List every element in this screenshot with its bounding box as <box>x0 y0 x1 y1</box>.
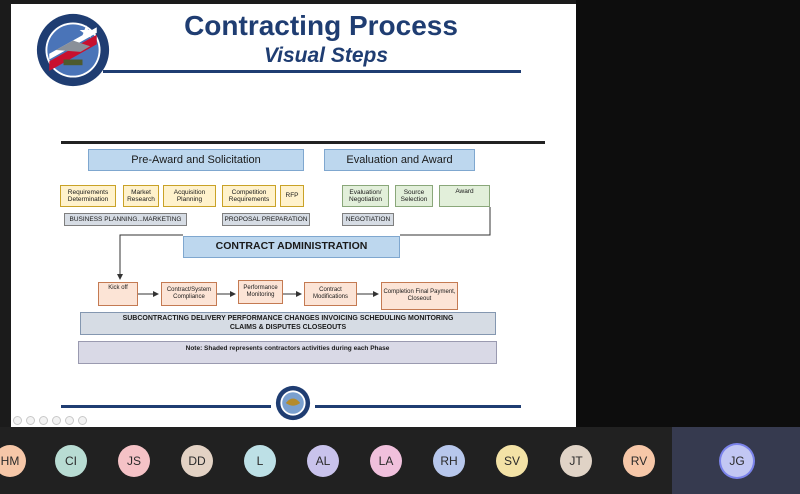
dod-seal <box>275 385 311 421</box>
step-requirements-determination: Requirements Determination <box>60 185 116 207</box>
footer-rule-right <box>315 405 521 408</box>
contract-activities-bar: SUBCONTRACTING DELIVERY PERFORMANCE CHAN… <box>80 312 496 335</box>
participant-avatar[interactable]: SV <box>496 445 528 477</box>
title-underline <box>103 70 521 73</box>
step-kick-off: Kick off <box>98 282 138 306</box>
participant-avatar[interactable]: JS <box>118 445 150 477</box>
self-avatar[interactable]: JG <box>721 445 753 477</box>
step-award: Award <box>439 185 490 207</box>
participants-strip: HM CI JS DD L AL LA RH SV JT RV JG <box>0 427 800 494</box>
avatar-initials: L <box>256 454 264 468</box>
avatar-initials: RH <box>440 454 458 468</box>
step-performance-monitoring: Performance Monitoring <box>238 280 283 304</box>
participant-avatar[interactable]: JT <box>560 445 592 477</box>
step-evaluation-negotiation: Evaluation/ Negotiation <box>342 185 389 207</box>
contract-administration: CONTRACT ADMINISTRATION <box>183 236 400 258</box>
step-completion-closeout: Completion Final Payment, Closeout <box>381 282 458 310</box>
combat-direct-seal <box>36 13 110 87</box>
step-rfp: RFP <box>280 185 304 207</box>
note-box: Note: Shaded represents contractors acti… <box>78 341 497 364</box>
participant-avatar[interactable]: DD <box>181 445 213 477</box>
slide-title: Contracting Process <box>184 10 458 41</box>
pointer-tool-icon[interactable] <box>39 416 48 425</box>
participant-avatar[interactable]: RV <box>623 445 655 477</box>
next-slide-icon[interactable] <box>26 416 35 425</box>
label-negotiation: NEGOTIATION <box>342 213 394 226</box>
dark-side-panel <box>576 0 800 427</box>
label-business-planning: BUSINESS PLANNING...MARKETING <box>64 213 187 226</box>
participant-avatar[interactable]: LA <box>370 445 402 477</box>
avatar-initials: LA <box>378 454 394 468</box>
participant-avatar[interactable]: L <box>244 445 276 477</box>
slide-navigation[interactable] <box>13 416 87 425</box>
shared-slide: Contracting Process Visual Steps Pre-Awa… <box>11 4 576 427</box>
avatar-initials: CI <box>65 454 77 468</box>
phase-pre-award: Pre-Award and Solicitation <box>88 149 304 171</box>
label-proposal-preparation: PROPOSAL PREPARATION <box>222 213 310 226</box>
prev-slide-icon[interactable] <box>13 416 22 425</box>
step-acquisition-planning: Acquisition Planning <box>163 185 216 207</box>
step-contract-modifications: Contract Modifications <box>304 282 357 306</box>
slide-subtitle: Visual Steps <box>263 44 389 67</box>
avatar-initials: HM <box>0 454 20 468</box>
pen-tool-icon[interactable] <box>52 416 61 425</box>
avatar-initials: JT <box>569 454 583 468</box>
diagram-top-rule <box>61 141 545 144</box>
avatar-initials: DD <box>188 454 206 468</box>
participant-avatar[interactable]: RH <box>433 445 465 477</box>
avatar-initials: SV <box>503 454 520 468</box>
participant-avatar[interactable]: AL <box>307 445 339 477</box>
participant-avatar[interactable]: HM <box>0 445 26 477</box>
more-options-icon[interactable] <box>78 416 87 425</box>
footer-rule-left <box>61 405 271 408</box>
step-market-research: Market Research <box>123 185 159 207</box>
participant-avatar[interactable]: CI <box>55 445 87 477</box>
flow-arrows <box>117 207 491 297</box>
zoom-icon[interactable] <box>65 416 74 425</box>
avatar-initials: AL <box>315 454 331 468</box>
step-source-selection: Source Selection <box>395 185 433 207</box>
avatar-initials: RV <box>630 454 648 468</box>
avatar-initials: JS <box>126 454 141 468</box>
step-competition-requirements: Competition Requirements <box>222 185 276 207</box>
avatar-initials: JG <box>729 454 745 468</box>
phase-evaluation-award: Evaluation and Award <box>324 149 475 171</box>
step-contract-compliance: Contract/System Compliance <box>161 282 217 306</box>
